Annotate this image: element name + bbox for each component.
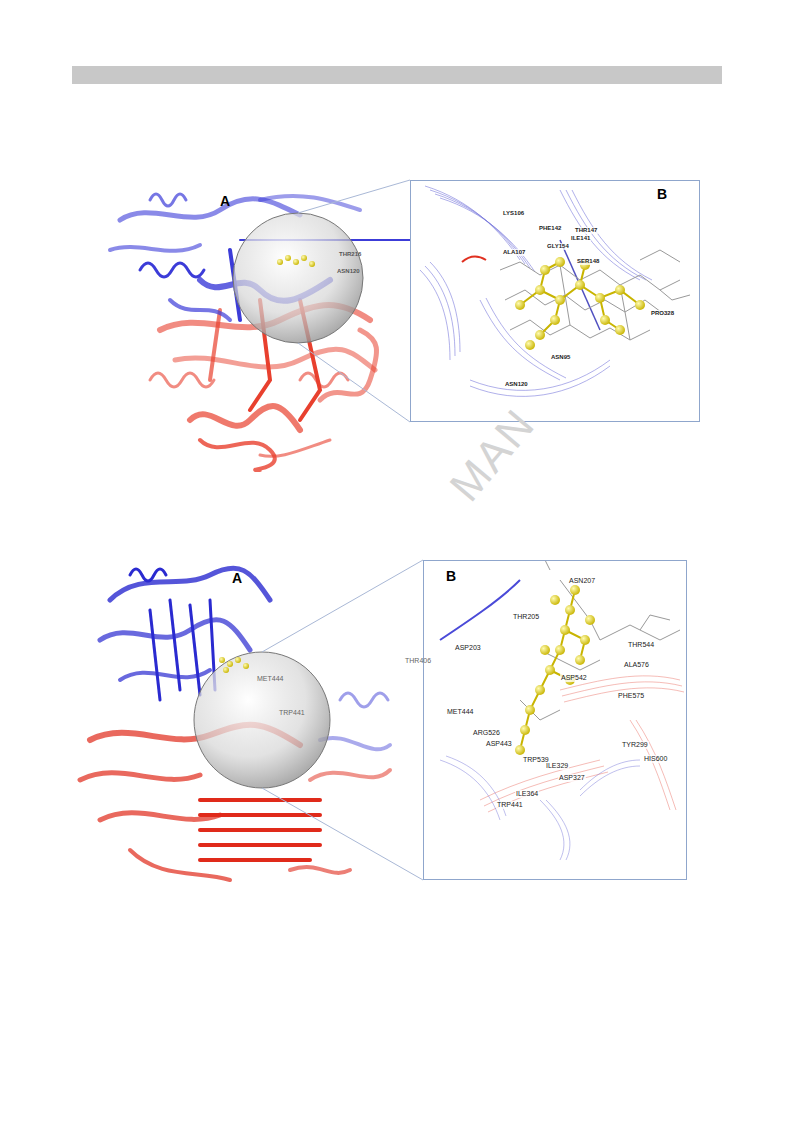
residue-label: ASP443	[485, 740, 513, 748]
panel-letter: A	[219, 194, 231, 209]
panel-letter: A	[231, 571, 243, 586]
residue-label: MET444	[446, 708, 474, 716]
panel-frame: B	[410, 180, 700, 422]
residue-label: PHE142	[538, 225, 562, 232]
residue-label: ILE141	[570, 235, 591, 242]
ligand	[277, 255, 315, 267]
ligand-atoms	[515, 585, 595, 755]
residue-label: THR205	[512, 613, 540, 621]
protein-ribbon	[80, 568, 390, 880]
residue-label: TRP441	[496, 801, 524, 809]
residue-label: GLY154	[546, 243, 570, 250]
residue-label: ASP203	[454, 644, 482, 652]
ligand-bonds	[520, 262, 640, 335]
residue-label: PHE575	[617, 692, 645, 700]
residue-label: ILE364	[515, 790, 539, 798]
residue-label: ALA107	[502, 249, 526, 256]
zoom-line	[298, 343, 410, 422]
zoom-line	[262, 788, 423, 880]
pocket-ribbons	[420, 186, 652, 396]
ligand-atoms	[515, 257, 645, 350]
residue-label: TRP441	[278, 709, 306, 717]
residue-label: ARG526	[472, 729, 501, 737]
residue-label: ALA576	[623, 661, 650, 669]
panel-frame: B	[423, 560, 687, 880]
binding-sphere	[233, 213, 363, 343]
residue-label: TYR299	[621, 741, 649, 749]
residue-label: ASN120	[504, 381, 529, 388]
residue-label: ASN120	[336, 268, 361, 275]
ligand-wireframe	[520, 560, 680, 720]
residue-label: ASP542	[560, 674, 588, 682]
residue-label: HIS600	[643, 755, 668, 763]
ligand	[219, 657, 249, 673]
residue-label: ASN207	[568, 577, 596, 585]
zoom-line	[262, 560, 423, 652]
zoom-line	[298, 180, 410, 213]
residue-label: LYS106	[502, 210, 525, 217]
residue-label: ASN95	[550, 354, 571, 361]
residue-label: THR406	[404, 657, 432, 665]
panel-letter: B	[446, 569, 456, 583]
watermark: MAN	[440, 399, 545, 511]
header-bar	[72, 66, 722, 84]
residue-label: PRO328	[650, 310, 675, 317]
residue-label: ASP327	[558, 774, 586, 782]
residue-label: THR216	[338, 251, 362, 258]
residue-label: SER148	[576, 258, 600, 265]
residue-label: THR147	[574, 227, 598, 234]
residue-label: MET444	[256, 675, 284, 683]
ligand-wireframe	[500, 250, 690, 340]
protein-ribbon	[110, 194, 410, 470]
panel-letter: B	[657, 187, 667, 201]
binding-sphere	[194, 652, 330, 788]
residue-label: THR544	[627, 641, 655, 649]
pocket-ribbons	[440, 580, 684, 860]
residue-label: ILE329	[545, 762, 569, 770]
